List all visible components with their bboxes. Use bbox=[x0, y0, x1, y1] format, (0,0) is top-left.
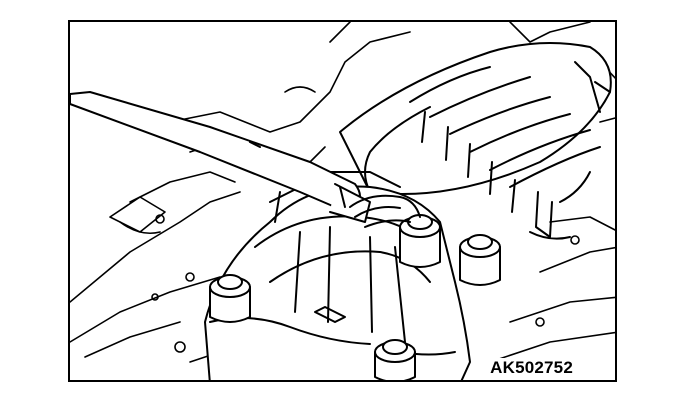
engine-illustration bbox=[70, 22, 615, 380]
figure-code-label: AK502752 bbox=[488, 358, 575, 378]
illustration-frame: AK502752 bbox=[68, 20, 617, 382]
bolt-lower-center bbox=[374, 339, 416, 380]
bolt-upper-right bbox=[459, 234, 501, 286]
pry-bar-tool bbox=[70, 91, 371, 223]
bolt-upper-center bbox=[399, 214, 441, 268]
crankshaft-counterweights bbox=[339, 42, 612, 240]
bearing-cap-bolts bbox=[209, 214, 501, 380]
thrust-bearing-shell bbox=[349, 194, 421, 228]
bolt-lower-left bbox=[209, 274, 251, 323]
